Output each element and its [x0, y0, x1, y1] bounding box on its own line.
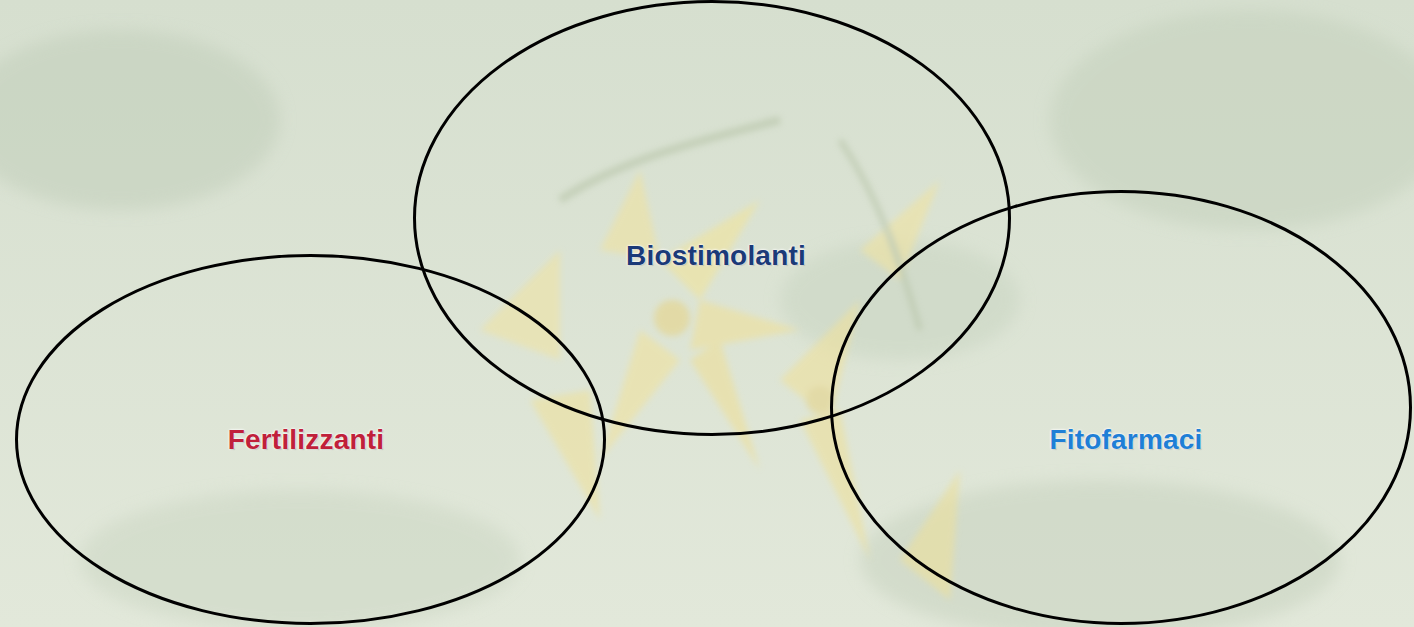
ellipse-border: [17, 256, 605, 624]
ellipse-outline: [413, 0, 1011, 436]
venn-ellipse: Fertilizzanti: [15, 254, 606, 625]
ellipse-border: [832, 192, 1411, 624]
set-label: Fertilizzanti: [228, 423, 385, 457]
ellipse-outline: [830, 190, 1412, 625]
venn-ellipse: Biostimolanti: [413, 0, 1011, 436]
set-label: Biostimolanti: [626, 239, 806, 273]
venn-ellipse: Fitofarmaci: [830, 190, 1412, 625]
ellipse-border: [415, 2, 1010, 435]
set-label: Fitofarmaci: [1049, 423, 1202, 457]
